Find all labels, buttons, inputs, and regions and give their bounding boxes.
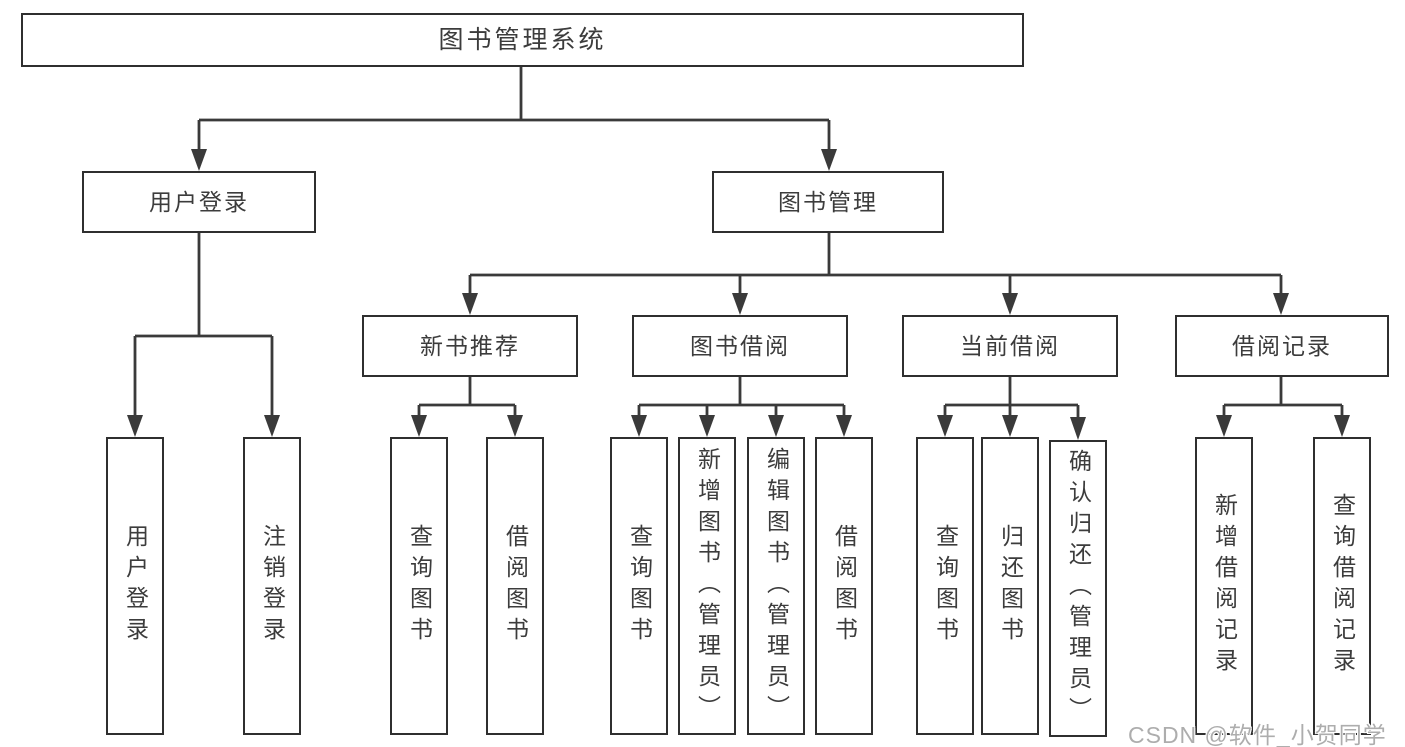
node-book-management: 图书管理 — [712, 171, 944, 233]
leaf-query-borrow-record: 查询借阅记录 — [1313, 437, 1371, 735]
leaf-query-book-recommend-label: 查询图书 — [406, 524, 433, 648]
leaf-edit-book-admin: 编辑图书（管理员） — [747, 437, 805, 735]
connector-borrow-records-children — [1216, 377, 1350, 437]
leaf-user-login-label: 用户登录 — [122, 524, 149, 648]
connector-book-borrow-children — [631, 377, 852, 437]
leaf-borrow-book-recommend-label: 借阅图书 — [502, 524, 529, 648]
node-borrow-records: 借阅记录 — [1175, 315, 1389, 377]
leaf-return-book: 归还图书 — [981, 437, 1039, 735]
node-book-borrow: 图书借阅 — [632, 315, 848, 377]
leaf-query-book-current: 查询图书 — [916, 437, 974, 735]
node-current-borrow: 当前借阅 — [902, 315, 1118, 377]
node-user-login-label: 用户登录 — [149, 188, 249, 215]
leaf-add-book-admin: 新增图书（管理员） — [678, 437, 736, 735]
node-user-login: 用户登录 — [82, 171, 316, 233]
node-new-book-recommend: 新书推荐 — [362, 315, 578, 377]
leaf-add-borrow-record: 新增借阅记录 — [1195, 437, 1253, 735]
connector-new-book-recommend-children — [411, 377, 523, 437]
connector-user-login-children — [127, 233, 280, 437]
leaf-query-book-recommend: 查询图书 — [390, 437, 448, 735]
leaf-query-book-current-label: 查询图书 — [932, 524, 959, 648]
node-current-borrow-label: 当前借阅 — [960, 332, 1060, 359]
node-book-management-label: 图书管理 — [778, 188, 878, 215]
connector-current-borrow-children — [937, 377, 1086, 440]
leaf-add-borrow-record-label: 新增借阅记录 — [1211, 493, 1238, 679]
leaf-edit-book-admin-label: 编辑图书（管理员） — [763, 446, 790, 726]
leaf-logout-label: 注销登录 — [259, 524, 286, 648]
leaf-query-book-borrow: 查询图书 — [610, 437, 668, 735]
leaf-return-book-label: 归还图书 — [997, 524, 1024, 648]
leaf-add-book-admin-label: 新增图书（管理员） — [694, 446, 721, 726]
leaf-user-login: 用户登录 — [106, 437, 164, 735]
node-book-borrow-label: 图书借阅 — [690, 332, 790, 359]
leaf-query-borrow-record-label: 查询借阅记录 — [1329, 493, 1356, 679]
leaf-query-book-borrow-label: 查询图书 — [626, 524, 653, 648]
connector-book-management-children — [462, 233, 1289, 315]
node-borrow-records-label: 借阅记录 — [1232, 332, 1332, 359]
leaf-borrow-book-label: 借阅图书 — [831, 524, 858, 648]
leaf-borrow-book-recommend: 借阅图书 — [486, 437, 544, 735]
connector-root-to-level2 — [191, 67, 837, 171]
node-root-system-label: 图书管理系统 — [438, 25, 607, 54]
leaf-logout: 注销登录 — [243, 437, 301, 735]
node-new-book-recommend-label: 新书推荐 — [420, 332, 520, 359]
leaf-borrow-book: 借阅图书 — [815, 437, 873, 735]
leaf-confirm-return-admin-label: 确认归还（管理员） — [1065, 449, 1092, 728]
node-root-system: 图书管理系统 — [21, 13, 1024, 67]
csdn-watermark: CSDN @软件_小贺同学 — [1128, 722, 1387, 747]
leaf-confirm-return-admin: 确认归还（管理员） — [1049, 440, 1107, 737]
